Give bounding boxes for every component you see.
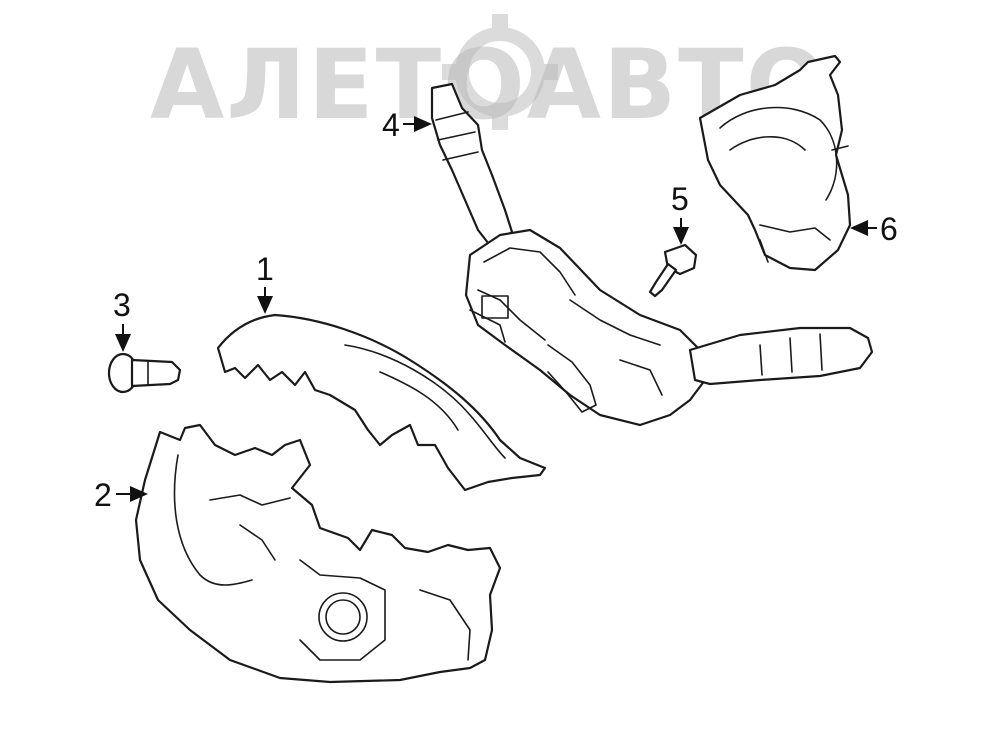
callout-label-2: 2: [94, 477, 112, 513]
callout-1: 1: [256, 251, 274, 314]
callout-5: 5: [671, 181, 689, 245]
callout-3: 3: [113, 287, 131, 352]
callout-label-3: 3: [113, 287, 131, 323]
part-clip-pin: [107, 352, 182, 394]
part-combination-switch: [430, 82, 874, 427]
part-upper-column-cover: [216, 313, 547, 492]
callout-label-1: 1: [256, 251, 274, 287]
callout-label-6: 6: [880, 211, 898, 247]
callout-2: 2: [94, 477, 148, 513]
part-lower-column-cover: [134, 423, 502, 684]
callout-6: 6: [850, 211, 898, 247]
part-clock-spring: [698, 54, 852, 272]
callout-label-4: 4: [382, 107, 400, 143]
callout-4: 4: [382, 107, 432, 143]
callout-label-5: 5: [671, 181, 689, 217]
watermark: АЛЕТОАВТО: [150, 14, 827, 141]
part-bolt: [648, 243, 698, 298]
gear-icon: [442, 14, 558, 130]
